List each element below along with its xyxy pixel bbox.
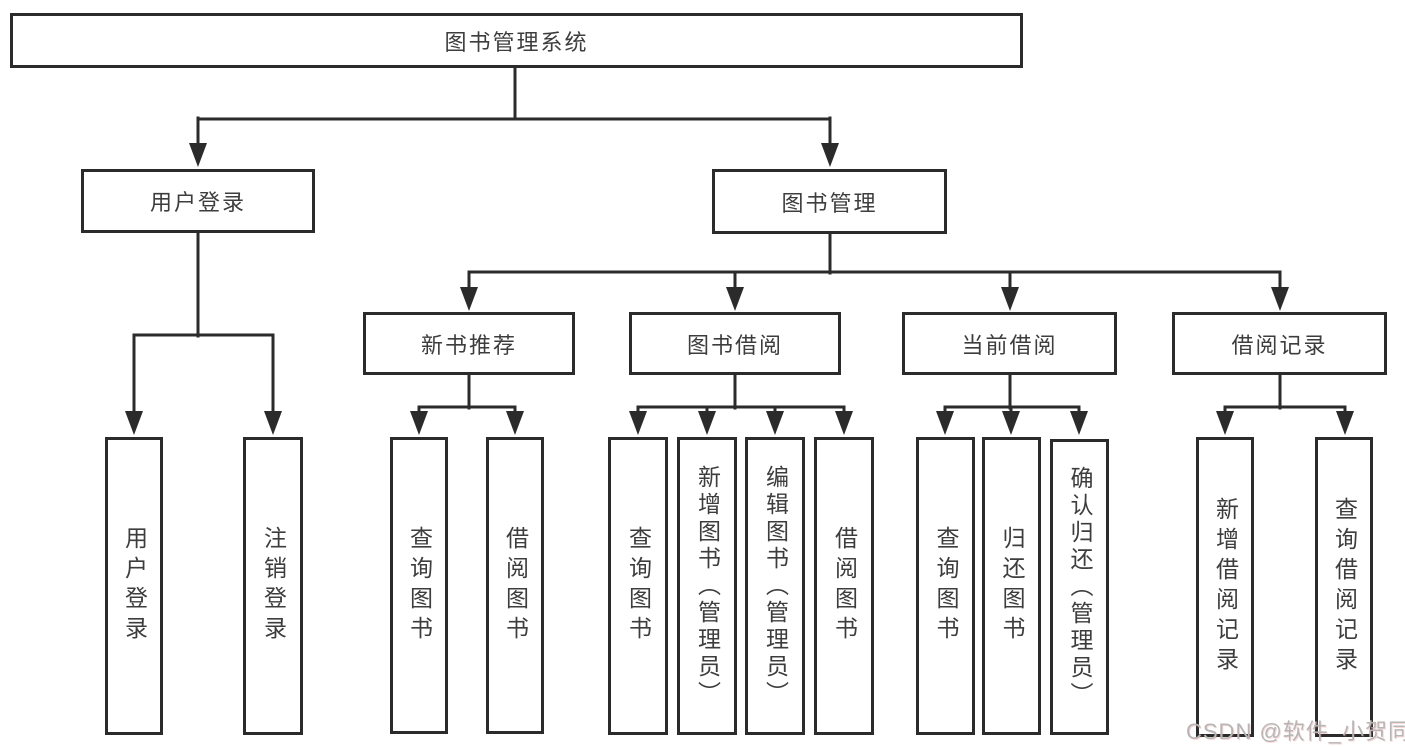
leaf-user-login-label: 用户登录	[121, 526, 148, 646]
leaf-recommend-borrow-books-label: 借阅图书	[502, 525, 529, 646]
arrowheads	[125, 143, 1354, 435]
leaf-current-query-books-label: 查询图书	[933, 526, 959, 646]
leaf-records-query-record: 查询借阅记录	[1315, 437, 1373, 737]
node-book-management-label: 图书管理	[781, 190, 878, 216]
leaf-recommend-borrow-books: 借阅图书	[486, 437, 544, 734]
leaf-borrow-borrow-books: 借阅图书	[814, 437, 874, 735]
leaf-recommend-query-books: 查询图书	[390, 437, 448, 734]
node-new-book-recommend-label: 新书推荐	[420, 332, 517, 358]
leaf-borrow-edit-books-admin-label: 编辑图书（管理员）	[762, 464, 789, 708]
node-borrow-records-label: 借阅记录	[1231, 332, 1328, 358]
leaf-logout: 注销登录	[243, 437, 303, 735]
leaf-current-return-books: 归还图书	[982, 437, 1041, 735]
leaf-logout-label: 注销登录	[260, 526, 287, 646]
leaf-current-confirm-return-admin: 确认归还（管理员）	[1050, 439, 1109, 735]
node-user-login-label: 用户登录	[149, 190, 246, 215]
leaf-user-login: 用户登录	[105, 437, 163, 735]
node-borrow-records: 借阅记录	[1172, 312, 1387, 375]
leaf-recommend-query-books-label: 查询图书	[406, 525, 433, 646]
leaf-borrow-edit-books-admin: 编辑图书（管理员）	[745, 437, 805, 735]
leaf-records-add-record-label: 新增借阅记录	[1212, 497, 1239, 677]
leaf-borrow-borrow-books-label: 借阅图书	[831, 526, 858, 646]
node-book-borrow: 图书借阅	[629, 312, 841, 375]
node-root: 图书管理系统	[10, 13, 1023, 68]
leaf-current-return-books-label: 归还图书	[999, 526, 1025, 646]
node-current-borrow-label: 当前借阅	[961, 332, 1058, 358]
node-new-book-recommend: 新书推荐	[363, 312, 575, 375]
leaf-borrow-add-books-admin: 新增图书（管理员）	[677, 437, 737, 735]
node-book-management: 图书管理	[712, 169, 947, 234]
node-current-borrow: 当前借阅	[902, 312, 1117, 375]
node-user-login: 用户登录	[81, 169, 315, 233]
leaf-borrow-query-books: 查询图书	[608, 437, 668, 735]
leaf-current-query-books: 查询图书	[916, 437, 975, 735]
watermark: CSDN @软件_小贺同学	[1186, 719, 1405, 744]
leaf-borrow-query-books-label: 查询图书	[625, 526, 652, 646]
leaf-records-query-record-label: 查询借阅记录	[1331, 497, 1358, 677]
node-book-borrow-label: 图书借阅	[686, 332, 783, 358]
node-root-label: 图书管理系统	[444, 29, 589, 55]
leaf-borrow-add-books-admin-label: 新增图书（管理员）	[694, 464, 721, 708]
leaf-records-add-record: 新增借阅记录	[1196, 437, 1254, 737]
leaf-current-confirm-return-admin-label: 确认归还（管理员）	[1067, 465, 1093, 709]
